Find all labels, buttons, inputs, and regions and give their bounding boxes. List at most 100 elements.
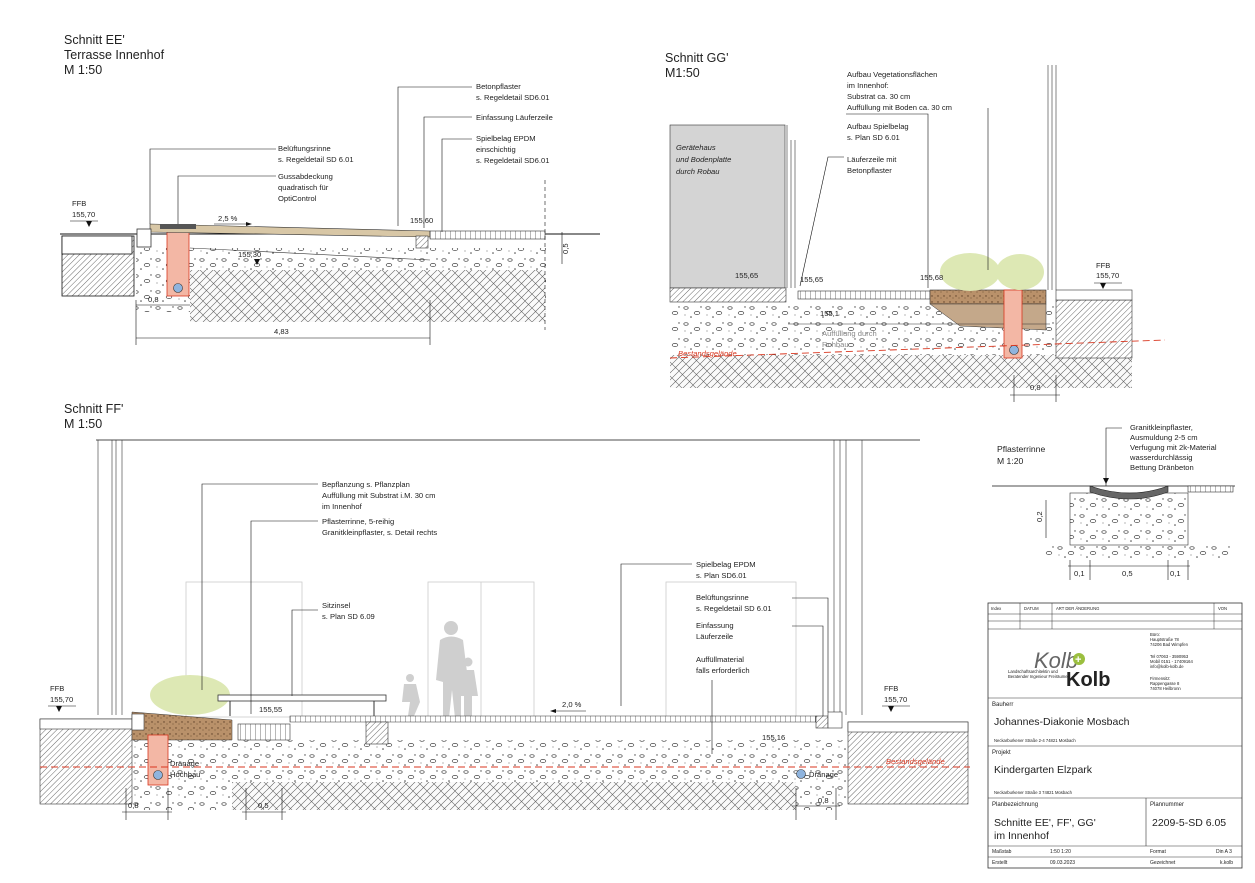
gg-building-0: Gerätehaus (676, 143, 716, 152)
office-9: Rappengasse 8 (1150, 681, 1180, 686)
planbez-label: Planbezeichnung (992, 802, 1038, 808)
projekt-label: Projekt (992, 750, 1011, 756)
rev-header-datum: DATUM (1024, 606, 1039, 611)
gg-fill-0: Auffüllung durch (822, 329, 877, 338)
gg-note-4: Aufbau Spielbelag (847, 122, 909, 131)
ff-ffb-label-right: FFB (884, 684, 898, 693)
gg-building-1: und Bodenplatte (676, 155, 731, 164)
ff-note-14: falls erforderlich (696, 666, 750, 675)
ff-note-0: Bepflanzung s. Pflanzplan (322, 480, 410, 489)
section-ee: Schnitt EE' Terrasse Innenhof M 1:50 FFB… (60, 33, 600, 345)
ff-note-4: Granitkleinpflaster, s. Detail rechts (322, 528, 437, 537)
title-block: Index DATUM ART DER ÄNDERUNG VON Kolb + … (987, 602, 1243, 869)
ee-note-9: einschichtig (476, 145, 516, 154)
section-ee-title: Schnitt EE' (64, 33, 125, 47)
ee-slope: 2,5 % (218, 214, 238, 223)
gg-ffb-label: FFB (1096, 261, 1110, 270)
rev-header-index: Index (991, 606, 1002, 611)
ff-dim-1: 0,8 (128, 801, 139, 810)
section-gg: Schnitt GG' M1:50 Gerätehaus und Bodenpl… (665, 51, 1166, 402)
section-gg-scale: M1:50 (665, 66, 700, 80)
ee-level-2: 155,30 (238, 250, 261, 259)
detail-note-2: Verfugung mit 2k-Material (1130, 443, 1217, 452)
gg-level-4: 155,70 (1096, 271, 1119, 280)
detail-note-4: Bettung Dränbeton (1130, 463, 1194, 472)
ee-note-0: Belüftungsrinne (278, 144, 331, 153)
detail-dim-1: 0,5 (1122, 569, 1133, 578)
ee-dim-height: 0,5 (561, 243, 570, 254)
gg-level-3: 155,1 (820, 309, 839, 318)
gg-note-0: Aufbau Vegetationsflächen (847, 70, 937, 79)
ee-level-1: 155,60 (410, 216, 433, 225)
section-ff-scale: M 1:50 (64, 417, 102, 431)
ff-note-1: Auffüllung mit Substrat i.M. 30 cm (322, 491, 435, 500)
ff-note-10: s. Regeldetail SD 6.01 (696, 604, 772, 613)
ff-note-13: Auffüllmaterial (696, 655, 744, 664)
detail-dim-height: 0,2 (1035, 511, 1044, 522)
ee-note-10: s. Regeldetail SD6.01 (476, 156, 549, 165)
gg-note-6: Läuferzeile mit (847, 155, 897, 164)
ff-note-9: Belüftungsrinne (696, 593, 749, 602)
office-0: Büro: (1150, 632, 1160, 637)
ff-note-8: s. Plan SD6.01 (696, 571, 747, 580)
ff-note-7: Spielbelag EPDM (696, 560, 756, 569)
detail-note-0: Granitkleinpflaster, (1130, 423, 1193, 432)
gg-note-2: Substrat ca. 30 cm (847, 92, 910, 101)
ff-drain-left-0: Dränage (170, 759, 199, 768)
office-8: Firmensitz: (1150, 676, 1170, 681)
office-5: Mobil 0151 - 17409164 (1150, 659, 1194, 664)
ff-note-3: Pflasterrinne, 5-reihig (322, 517, 394, 526)
detail-dim-0: 0,1 (1074, 569, 1085, 578)
ff-note-12: Läuferzeile (696, 632, 733, 641)
ee-note-3: quadratisch für (278, 183, 329, 192)
ff-note-6: s. Plan SD 6.09 (322, 612, 375, 621)
ee-note-2: Gussabdeckung (278, 172, 333, 181)
ff-note-2: im Innenhof (322, 502, 363, 511)
ee-note-7: Einfassung Läuferzeile (476, 113, 553, 122)
format: Din A 3 (1216, 849, 1232, 855)
gg-note-5: s. Plan SD 6.01 (847, 133, 900, 142)
gg-level-1: 155,65 (800, 275, 823, 284)
ff-level-2: 155,16 (762, 733, 785, 742)
ff-ffb-left: 155,70 (50, 695, 73, 704)
ff-ffb-right: 155,70 (884, 695, 907, 704)
ee-dim-width-2: 4,83 (274, 327, 289, 336)
office-4: Tel 07063 - 3590953 (1150, 654, 1189, 659)
gg-dim-width: 0,8 (1030, 383, 1041, 392)
detail-title: Pflasterrinne (997, 444, 1045, 454)
office-10: 74078 Heilbronn (1150, 686, 1181, 691)
format-label: Format (1150, 849, 1166, 855)
gg-note-7: Betonpflaster (847, 166, 892, 175)
gezeichnet-label: Gezeichnet (1150, 860, 1176, 866)
plannr: 2209-5-SD 6.05 (1152, 817, 1226, 829)
ee-note-6: s. Regeldetail SD6.01 (476, 93, 549, 102)
kolb-logo: Kolb + Kolb Landschaftsarchitektin und B… (1008, 648, 1110, 691)
gg-level-2: 155,68 (920, 273, 943, 282)
ff-dim-2: 0,5 (258, 801, 269, 810)
detail-pflasterrinne: Pflasterrinne M 1:20 Granitkleinpflaster… (992, 423, 1235, 580)
logo-sub-1: Beratender Ingenieur Freiräume (1008, 674, 1068, 679)
massstab-label: Maßstab (992, 849, 1012, 855)
gg-note-1: im Innenhof: (847, 81, 889, 90)
gg-existing-terrain: Bestandsgelände (678, 349, 737, 358)
ff-ffb-label-left: FFB (50, 684, 64, 693)
section-gg-title: Schnitt GG' (665, 51, 729, 65)
office-6: info@kolb-kolb.de (1150, 664, 1184, 669)
ff-note-5: Sitzinsel (322, 601, 351, 610)
projekt-addr: Neckarburkener Straße 3 74821 Mosbach (994, 790, 1073, 795)
ee-note-4: OptiControl (278, 194, 317, 203)
gg-building-2: durch Robau (676, 167, 720, 176)
projekt: Kindergarten Elzpark (994, 764, 1093, 776)
rev-header-art: ART DER ÄNDERUNG (1056, 606, 1099, 611)
planbez-2: im Innenhof (994, 830, 1049, 842)
ff-dim-3: 0,8 (818, 796, 829, 805)
office-1: Hauptstraße 78 (1150, 637, 1180, 642)
section-ee-subtitle: Terrasse Innenhof (64, 48, 165, 62)
ee-ffb-level: 155,70 (72, 210, 95, 219)
detail-note-3: wasserdurchlässig (1129, 453, 1192, 462)
rev-header-von: VON (1218, 606, 1227, 611)
bauherr-addr: Neckarburkener Straße 2-4 74821 Mosbach (994, 738, 1076, 743)
erstellt-label: Erstellt (992, 860, 1008, 866)
erstellt: 09.03.2023 (1050, 860, 1075, 866)
gezeichnet: k.kolb (1220, 860, 1233, 866)
